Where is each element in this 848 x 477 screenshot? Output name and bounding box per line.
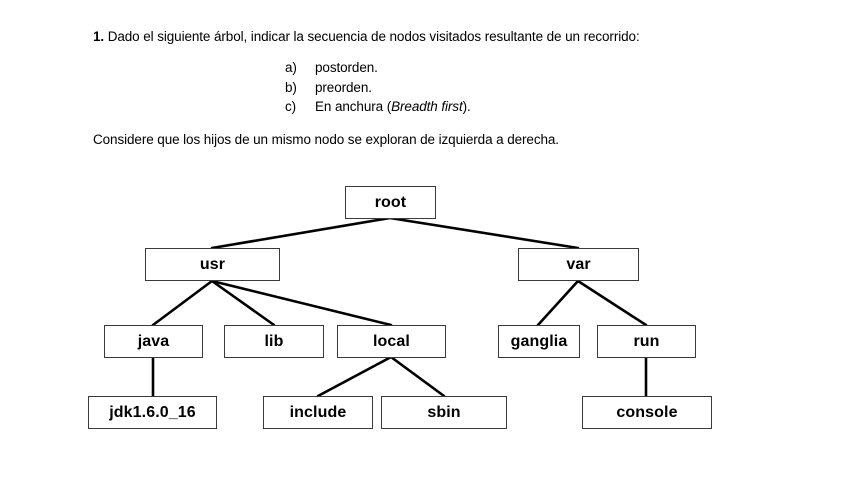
edge-root-usr — [210, 216, 392, 250]
tree-node-local[interactable]: local — [337, 325, 446, 358]
edge-usr-lib — [210, 279, 276, 327]
option-label: postorden. — [315, 60, 378, 75]
tree-node-sbin[interactable]: sbin — [381, 396, 507, 429]
option-marker: c) — [285, 99, 297, 114]
tree-node-ganglia[interactable]: ganglia — [498, 325, 580, 358]
tree-node-usr[interactable]: usr — [145, 248, 280, 281]
question-number: 1. — [93, 29, 105, 44]
tree-node-lib[interactable]: lib — [224, 325, 324, 358]
list-item: c) En anchura (Breadth first). — [285, 97, 625, 117]
option-suffix: ). — [462, 99, 471, 114]
tree-node-run[interactable]: run — [597, 325, 696, 358]
edge-local-include — [316, 355, 393, 398]
tree-node-include[interactable]: include — [263, 396, 373, 429]
question-prompt: Dado el siguiente árbol, indicar la secu… — [107, 29, 640, 44]
tree-node-java[interactable]: java — [104, 325, 203, 358]
option-marker: b) — [285, 79, 297, 95]
list-item: a) postorden. — [285, 58, 625, 78]
edge-local-sbin — [389, 355, 446, 398]
edge-root-var — [388, 216, 580, 250]
question-block: 1. Dado el siguiente árbol, indicar la s… — [93, 28, 773, 46]
option-marker: a) — [285, 60, 297, 75]
option-emphasis: Breadth first — [391, 99, 463, 114]
tree-node-root[interactable]: root — [345, 186, 436, 219]
edge-usr-java — [151, 279, 214, 327]
tree-node-jdk[interactable]: jdk1.6.0_16 — [88, 396, 217, 429]
tree-edges — [151, 216, 648, 398]
option-label: En anchura ( — [315, 99, 392, 114]
question-note: Considere que los hijos de un mismo nodo… — [93, 132, 559, 147]
options-list: a) postorden. b) preorden. c) En anchura… — [285, 58, 625, 117]
edge-var-ganglia — [536, 279, 580, 327]
tree-node-console[interactable]: console — [582, 396, 712, 429]
tree-node-var[interactable]: var — [518, 248, 639, 281]
edge-var-run — [576, 279, 648, 327]
tree-diagram: root usr var java lib local ganglia run … — [0, 170, 848, 450]
list-item: b) preorden. — [285, 78, 625, 98]
option-label: preorden. — [315, 79, 372, 95]
question-statement: 1. Dado el siguiente árbol, indicar la s… — [93, 28, 773, 46]
edge-usr-local — [210, 279, 393, 327]
